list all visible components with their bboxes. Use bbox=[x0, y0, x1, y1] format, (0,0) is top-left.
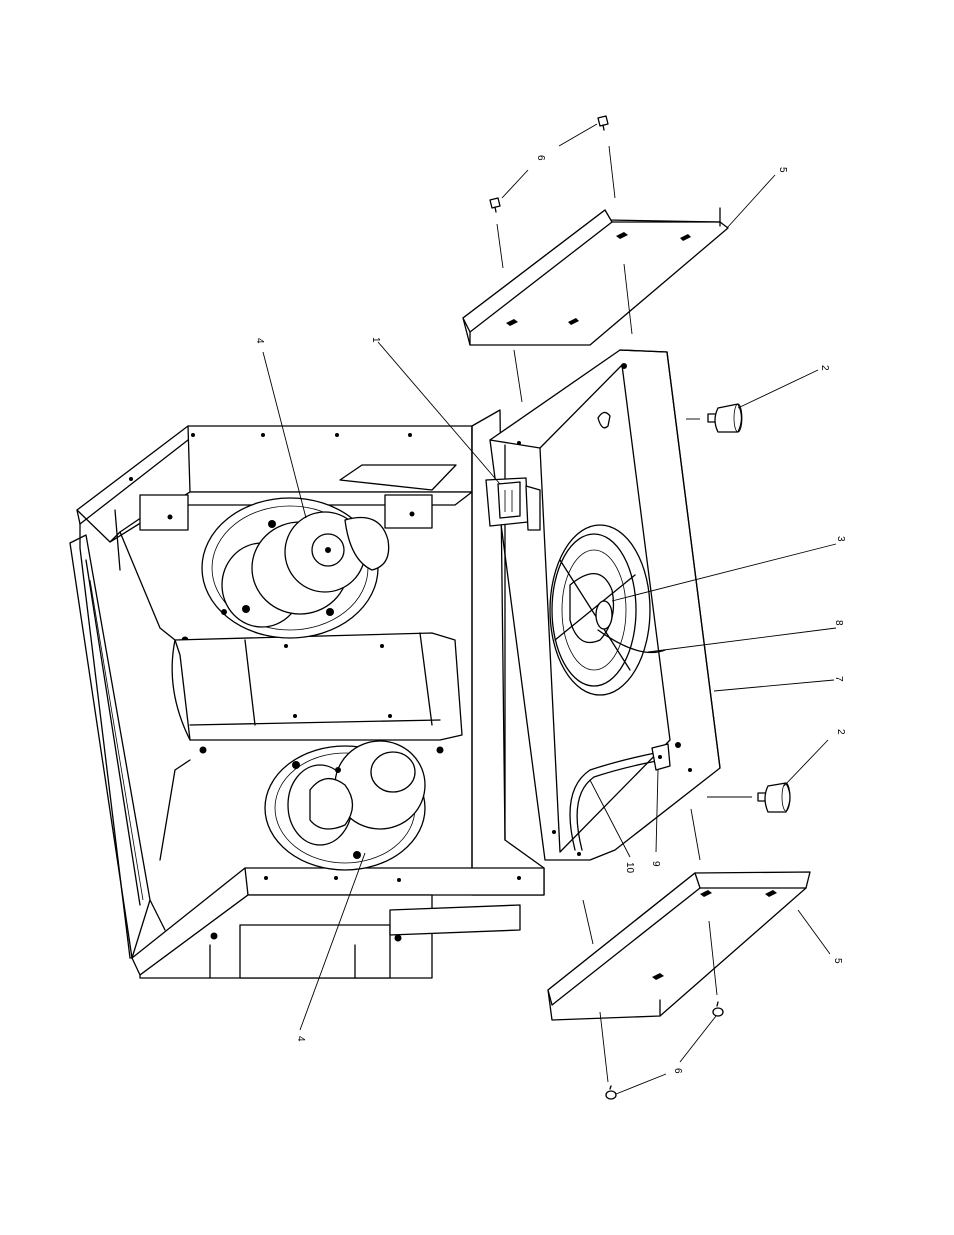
screw-bottom-left bbox=[606, 1086, 616, 1099]
blower-duct bbox=[172, 633, 462, 740]
upper-foot bbox=[708, 404, 742, 432]
callout-2-lower: 2 bbox=[835, 729, 846, 735]
screw-bottom-right bbox=[713, 1002, 723, 1016]
callout-4-upper: 4 bbox=[254, 338, 265, 344]
callout-5-lower: 5 bbox=[832, 958, 843, 964]
lower-blower-motor bbox=[265, 741, 425, 870]
callout-5-upper: 5 bbox=[777, 167, 788, 173]
screw-top-left bbox=[490, 198, 500, 212]
screw-top-right bbox=[598, 116, 608, 130]
lower-foot bbox=[758, 783, 790, 812]
callout-6-lower: 6 bbox=[672, 1068, 683, 1074]
callout-9: 9 bbox=[650, 861, 661, 867]
callout-3: 3 bbox=[835, 536, 846, 542]
callout-6-upper: 6 bbox=[535, 155, 546, 161]
callout-10: 10 bbox=[624, 862, 635, 874]
callout-2-upper: 2 bbox=[819, 365, 830, 371]
callout-4-lower: 4 bbox=[295, 1036, 306, 1042]
callout-1: 1 bbox=[370, 337, 381, 343]
callout-7: 7 bbox=[833, 676, 844, 682]
callout-8: 8 bbox=[833, 620, 844, 626]
lower-mounting-bracket bbox=[548, 872, 810, 1020]
upper-blower-motor bbox=[202, 498, 389, 638]
front-cover-panel bbox=[486, 350, 720, 860]
upper-mounting-bracket bbox=[463, 208, 728, 345]
